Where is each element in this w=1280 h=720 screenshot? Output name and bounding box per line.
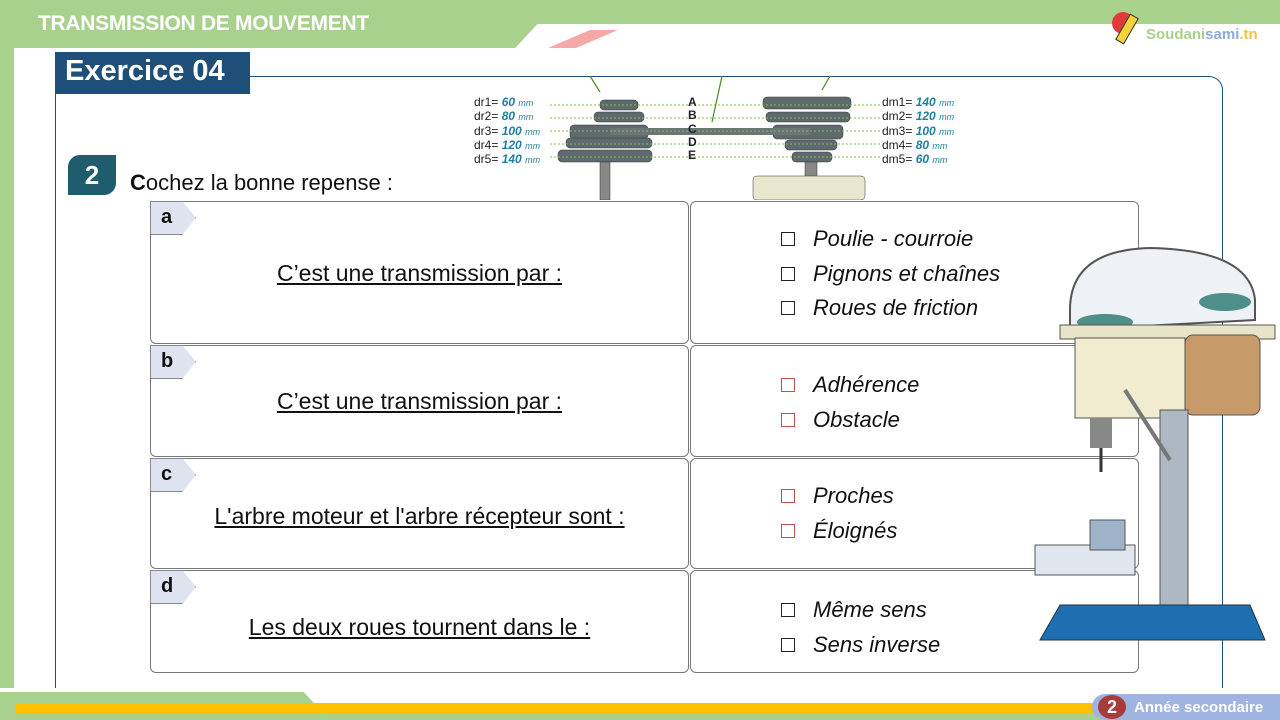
checkbox-icon[interactable]: [781, 301, 795, 316]
logo-text-3: .tn: [1239, 25, 1258, 43]
option-checkbox[interactable]: Roues de friction: [781, 291, 1000, 326]
option-checkbox[interactable]: Même sens: [781, 593, 940, 628]
option-checkbox[interactable]: Éloignés: [781, 514, 897, 549]
row-tag: c: [150, 458, 196, 492]
year-label: Année secondaire: [1134, 698, 1264, 716]
question-cell-c: c L'arbre moteur et l'arbre récepteur so…: [150, 458, 689, 569]
row-tag: a: [150, 201, 196, 235]
row-question: L'arbre moteur et l'arbre récepteur sont…: [214, 503, 625, 529]
checkbox-icon[interactable]: [781, 232, 795, 247]
level-label: B: [688, 108, 697, 123]
checkbox-icon[interactable]: [781, 603, 795, 618]
drill-press-image: [1034, 246, 1276, 641]
receiver-label: dr1= 60 mm: [474, 95, 534, 109]
motor-label: dm1= 140 mm: [882, 95, 955, 109]
pulley-diagram: [550, 76, 880, 200]
row-question: C’est une transmission par :: [276, 260, 563, 286]
option-label: Roues de friction: [813, 295, 979, 321]
row-tag: b: [150, 345, 196, 379]
side-band: [0, 48, 14, 688]
logo: Soudanisami.tn: [1112, 8, 1258, 46]
checkbox-icon[interactable]: [781, 412, 795, 427]
checkbox-icon[interactable]: [781, 523, 795, 538]
slide-title: TRANSMISSION DE MOUVEMENT: [38, 12, 369, 35]
decor-stripe: [548, 30, 618, 48]
level-label: D: [688, 134, 697, 149]
motor-label: dm2= 120 mm: [882, 109, 955, 124]
row-question: Les deux roues tournent dans le :: [248, 614, 591, 640]
motor-label: dm3= 100 mm: [882, 123, 955, 138]
question-cell-b: b C’est une transmission par :: [150, 345, 689, 457]
receiver-label: dr5= 140 mm: [474, 152, 541, 167]
question-rest: ochez la bonne repense :: [145, 170, 393, 195]
motor-label: dm4= 80 mm: [882, 137, 948, 152]
question-cell-a: a C’est une transmission par :: [150, 201, 689, 344]
receiver-label: dr3= 100 mm: [474, 123, 541, 138]
footer-stripe: [15, 703, 1115, 713]
motor-pulley: [752, 96, 866, 200]
year-badge: 2 Année secondaire: [1092, 694, 1280, 720]
year-number: 2: [1098, 695, 1126, 719]
answer-cell-b: Adhérence Obstacle: [690, 345, 1139, 457]
level-label: C: [688, 121, 697, 136]
checkbox-icon[interactable]: [781, 637, 795, 652]
option-label: Adhérence: [813, 372, 920, 398]
receiver-labels: dr1= 60 mm dr2= 80 mm dr3= 100 mm dr4= 1…: [474, 95, 541, 167]
option-checkbox[interactable]: Poulie - courroie: [781, 222, 1000, 257]
option-label: Même sens: [813, 597, 927, 623]
exercise-title: Exercice 04: [55, 52, 250, 94]
checkbox-icon[interactable]: [781, 378, 795, 393]
row-tag: d: [150, 570, 196, 604]
option-checkbox[interactable]: Proches: [781, 479, 897, 514]
option-checkbox[interactable]: Adhérence: [781, 368, 919, 403]
motor-label: dm5= 60 mm: [882, 152, 948, 167]
question-cell-d: d Les deux roues tournent dans le :: [150, 570, 689, 673]
option-checkbox[interactable]: Obstacle: [781, 403, 919, 438]
header-band-left: [0, 0, 560, 48]
option-checkbox[interactable]: Sens inverse: [781, 628, 940, 663]
motor-labels: dm1= 140 mm dm2= 120 mm dm3= 100 mm dm4=…: [882, 95, 955, 167]
checkbox-icon[interactable]: [781, 489, 795, 504]
level-label: E: [688, 148, 697, 163]
option-label: Proches: [813, 483, 894, 509]
pencil-logo-icon: [1112, 8, 1144, 46]
checkbox-icon[interactable]: [781, 266, 795, 281]
option-label: Poulie - courroie: [813, 226, 974, 252]
option-label: Obstacle: [813, 406, 900, 432]
logo-text-2: sami: [1205, 25, 1240, 43]
option-label: Éloignés: [813, 517, 898, 543]
option-label: Pignons et chaînes: [813, 260, 1001, 286]
receiver-pulley: [557, 99, 653, 200]
question-number: 2: [68, 155, 116, 195]
logo-text-1: Soudani: [1146, 25, 1206, 43]
level-label: A: [688, 95, 697, 109]
option-label: Sens inverse: [813, 631, 941, 657]
receiver-label: dr2= 80 mm: [474, 109, 534, 124]
row-question: C’est une transmission par :: [276, 388, 563, 414]
header-band-right: [490, 0, 1280, 24]
answer-cell-a: Poulie - courroie Pignons et chaînes Rou…: [690, 201, 1139, 344]
receiver-label: dr4= 120 mm: [474, 137, 541, 152]
question-initial: C: [130, 170, 146, 195]
footer-band: [0, 712, 1280, 720]
option-checkbox[interactable]: Pignons et chaînes: [781, 257, 1000, 292]
question-text: Cochez la bonne repense :: [130, 170, 393, 196]
